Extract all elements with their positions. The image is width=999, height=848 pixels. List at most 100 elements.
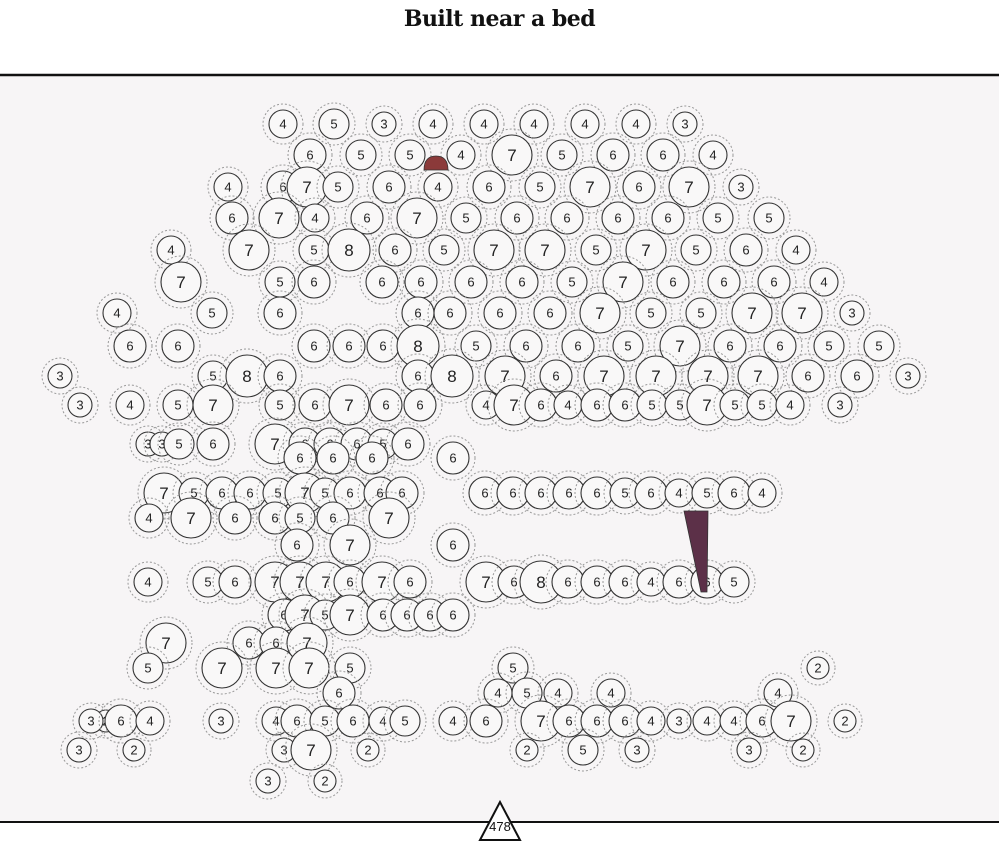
node-halo (359, 259, 405, 305)
node-label: 6 (565, 486, 572, 501)
graph-node: 5 (696, 196, 740, 240)
node-circle (113, 329, 147, 363)
node-label: 6 (593, 714, 600, 729)
node-label: 6 (446, 306, 453, 321)
node-circle (356, 738, 380, 762)
node-label: 6 (770, 275, 777, 290)
node-label: 7 (300, 606, 309, 625)
node-label: 4 (279, 117, 286, 132)
node-circle (839, 300, 865, 326)
node-circle (863, 330, 895, 362)
node-label: 4 (224, 180, 231, 195)
node-label: 4 (730, 714, 737, 729)
node-label: 7 (507, 146, 516, 165)
node-circle (268, 109, 298, 139)
node-label: 3 (264, 774, 271, 789)
graph-node: 6 (645, 195, 691, 241)
node-label: 6 (271, 511, 278, 526)
graph-node: 6 (310, 495, 356, 541)
node-halo (344, 195, 390, 241)
node-circle (418, 109, 448, 139)
node-halo (139, 616, 193, 670)
graph-node: 5 (339, 133, 383, 177)
graph-node: 6 (533, 353, 579, 399)
node-halo (723, 227, 769, 273)
graph-node: 6 (372, 227, 418, 273)
node-circle (290, 729, 332, 771)
node-label: 5 (175, 437, 182, 452)
graph-node: 4 (590, 672, 632, 714)
highlight-marker (423, 155, 449, 171)
node-label: 7 (753, 367, 762, 386)
page-title: Built near a bed (403, 6, 596, 32)
graph-node: 6 (366, 164, 412, 210)
node-label: 6 (272, 636, 279, 651)
node-circle (500, 201, 534, 235)
node-label: 5 (472, 339, 479, 354)
node-circle (313, 769, 337, 793)
graph-node: 7 (485, 128, 539, 182)
node-label: 6 (311, 398, 318, 413)
node-circle (218, 501, 252, 535)
node-circle (332, 329, 366, 363)
graph-node: 7 (222, 223, 276, 277)
node-label: 6 (669, 275, 676, 290)
node-label: 5 (731, 398, 738, 413)
node-halo (544, 195, 590, 241)
node-circle (446, 140, 476, 170)
node-label: 7 (684, 178, 693, 197)
node-label: 6 (621, 714, 628, 729)
node-label: 5 (440, 243, 447, 258)
graph-node: 6 (430, 435, 476, 481)
node-label: 6 (758, 714, 765, 729)
node-halo (857, 324, 901, 368)
node-halo (310, 435, 356, 481)
node-halo (107, 323, 153, 369)
node-label: 7 (270, 435, 279, 454)
node-circle (264, 389, 296, 421)
node-label: 4 (144, 575, 151, 590)
node-circle (316, 441, 350, 475)
graph-node: 4 (564, 103, 606, 145)
node-label: 5 (647, 306, 654, 321)
node-halo (595, 195, 641, 241)
node-circle (403, 388, 437, 422)
footer-marker-value: 478 (489, 819, 511, 834)
graph-node: 4 (262, 103, 304, 145)
node-halo (537, 672, 579, 714)
node-halo (422, 228, 466, 272)
node-halo (383, 699, 427, 743)
node-halo (561, 728, 605, 772)
node-halo (307, 763, 343, 799)
node-circle (355, 441, 389, 475)
node-label: 6 (276, 369, 283, 384)
node-label: 6 (593, 575, 600, 590)
node-circle (218, 565, 252, 599)
graph-node: 7 (139, 616, 193, 670)
node-circle (327, 228, 371, 272)
node-halo (154, 255, 208, 309)
node-halo (262, 103, 304, 145)
node-label: 8 (242, 367, 251, 386)
graph-node: 6 (701, 259, 747, 305)
graph-node: 6 (751, 259, 797, 305)
node-label: 3 (87, 714, 94, 729)
node-label: 3 (836, 398, 843, 413)
node-label: 6 (537, 486, 544, 501)
node-label: 7 (675, 337, 684, 356)
graph-node: 6 (448, 259, 494, 305)
node-halo (387, 559, 433, 605)
node-label: 3 (75, 743, 82, 758)
graph-node: 3 (249, 762, 287, 800)
node-circle (297, 329, 331, 363)
node-label: 6 (353, 437, 360, 452)
node-label: 7 (302, 634, 311, 653)
triangle-icon (478, 799, 522, 841)
node-label: 8 (413, 337, 422, 356)
node-halo (467, 223, 521, 277)
node-label: 7 (270, 573, 279, 592)
graph-node: 3 (666, 105, 704, 143)
graph-node: 3 (833, 294, 871, 332)
graph-node: 4 (803, 261, 845, 303)
node-label: 7 (208, 396, 217, 415)
